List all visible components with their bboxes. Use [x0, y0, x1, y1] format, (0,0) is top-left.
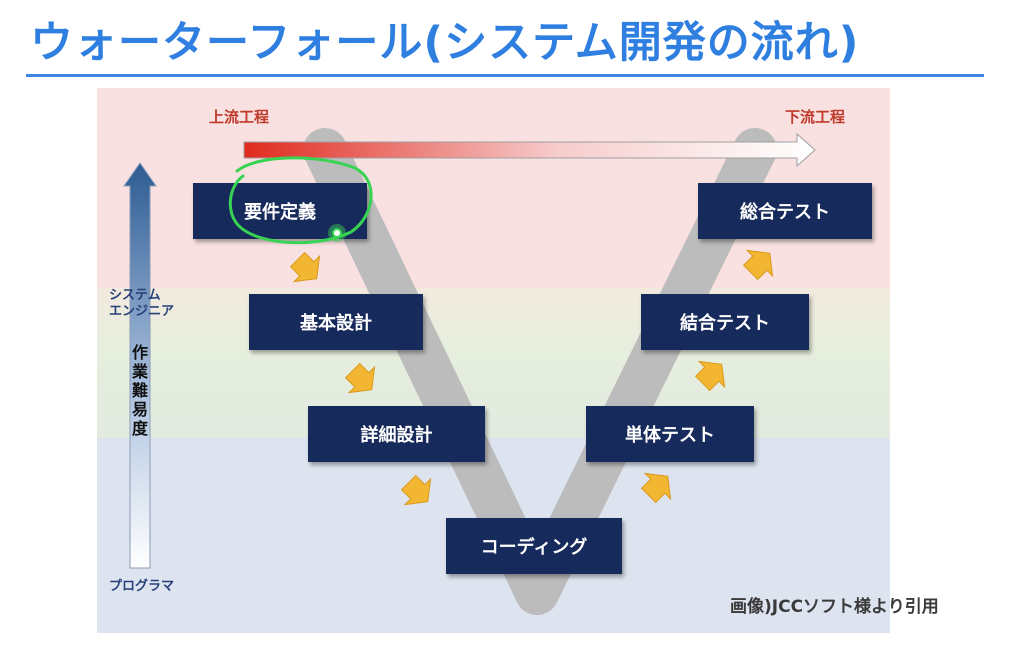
- cursor-dot: [332, 228, 342, 238]
- arrow-integration-to-system: [742, 249, 774, 281]
- step-coding: コーディング: [446, 518, 622, 574]
- system-engineer-label-line1: システム: [109, 288, 161, 303]
- step-basic-design: 基本設計: [249, 294, 423, 350]
- arrow-basic-to-detailed: [344, 362, 376, 394]
- waterfall-diagram: 上流工程 下流工程 システム エンジニア 作業難易度 プログラマ 要件定義 基本…: [97, 88, 890, 633]
- step-integration-test: 結合テスト: [641, 294, 809, 350]
- programmer-label: プログラマ: [109, 579, 175, 594]
- arrow-coding-to-unit: [640, 472, 672, 504]
- process-flow-arrow: [243, 132, 816, 168]
- page-title: ウォーターフォール(システム開発の流れ): [30, 18, 860, 68]
- arrow-unit-to-integration: [694, 360, 726, 392]
- arrow-requirements-to-basic: [289, 251, 321, 283]
- image-credit: 画像)JCCソフト様より引用: [730, 597, 939, 617]
- difficulty-label: 作業難易度: [129, 344, 148, 439]
- step-system-test: 総合テスト: [698, 183, 872, 239]
- downstream-label: 下流工程: [785, 108, 846, 126]
- system-engineer-label-line2: エンジニア: [109, 304, 175, 319]
- system-engineer-label: システム エンジニア: [109, 288, 174, 320]
- annotation-layer: [228, 156, 373, 245]
- step-detailed-design: 詳細設計: [308, 406, 485, 462]
- highlight-circle: [228, 156, 373, 245]
- title-underline: [26, 74, 984, 77]
- upstream-label: 上流工程: [209, 108, 270, 126]
- step-unit-test: 単体テスト: [586, 406, 754, 462]
- arrow-detailed-to-coding: [400, 474, 432, 506]
- difficulty-scale-arrow: [123, 162, 157, 569]
